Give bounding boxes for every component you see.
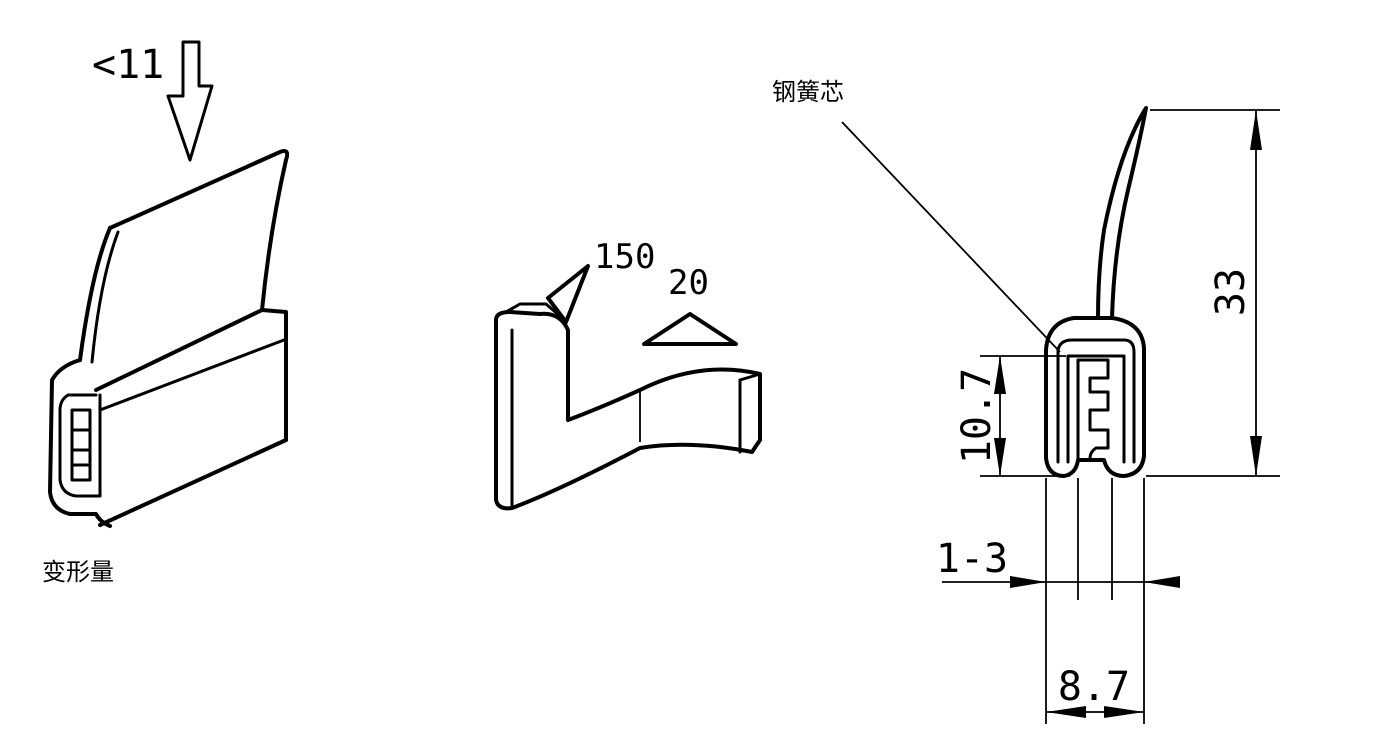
flap-right-edge [260, 158, 288, 312]
body-fold-line [98, 338, 286, 412]
front-profile-core [70, 408, 92, 482]
front-profile-outer [48, 358, 112, 528]
angle-150-triangle-icon [546, 264, 590, 324]
dim-1-3-text: 1-3 [936, 536, 1008, 582]
isometric-seal [48, 40, 290, 528]
deformation-label: 变形量 [42, 558, 114, 586]
angle-schematic [494, 264, 762, 511]
dim-33-arrow-bottom-icon [1250, 436, 1262, 476]
dim-8-7-text: 8.7 [1058, 664, 1130, 710]
dim-8-7-arrow-left-icon [1046, 706, 1086, 718]
l-shape-front [494, 310, 762, 511]
dim-10-7-text: 10.7 [954, 368, 1000, 464]
steel-core-label: 钢簧芯 [772, 78, 844, 106]
angle-150-label: 150 [594, 237, 655, 277]
steel-core-outline [1056, 338, 1136, 464]
profile-lip [1096, 106, 1148, 320]
l-shape-end-face [738, 372, 762, 454]
dim-10-7-arrow-bottom-icon [994, 438, 1006, 476]
flap-left-inner [90, 230, 120, 364]
down-arrow-icon [166, 40, 214, 162]
dim-33-arrow-top-icon [1250, 110, 1262, 150]
body-bottom-edge [98, 438, 288, 527]
flap-left-edge [78, 226, 112, 362]
dim-1-3-arrow-left-icon [1010, 576, 1046, 588]
dim-10-7-arrow-top-icon [994, 356, 1006, 394]
dim-8-7-arrow-right-icon [1104, 706, 1144, 718]
steel-core-leader [841, 121, 1061, 353]
flap-top-edge [108, 149, 290, 230]
front-profile-inner [58, 393, 102, 498]
angle-20-triangle-icon [642, 312, 738, 346]
section-profile [841, 106, 1280, 724]
force-limit-label: <11 [92, 42, 164, 88]
profile-teeth [1076, 358, 1110, 460]
dim-1-3-arrow-right-icon [1144, 576, 1180, 588]
l-shape-top-face [504, 302, 562, 318]
steel-core-inner [1066, 354, 1126, 464]
angle-20-label: 20 [668, 263, 709, 303]
dim-33-text: 33 [1208, 268, 1254, 316]
body-top-edge [94, 308, 288, 442]
